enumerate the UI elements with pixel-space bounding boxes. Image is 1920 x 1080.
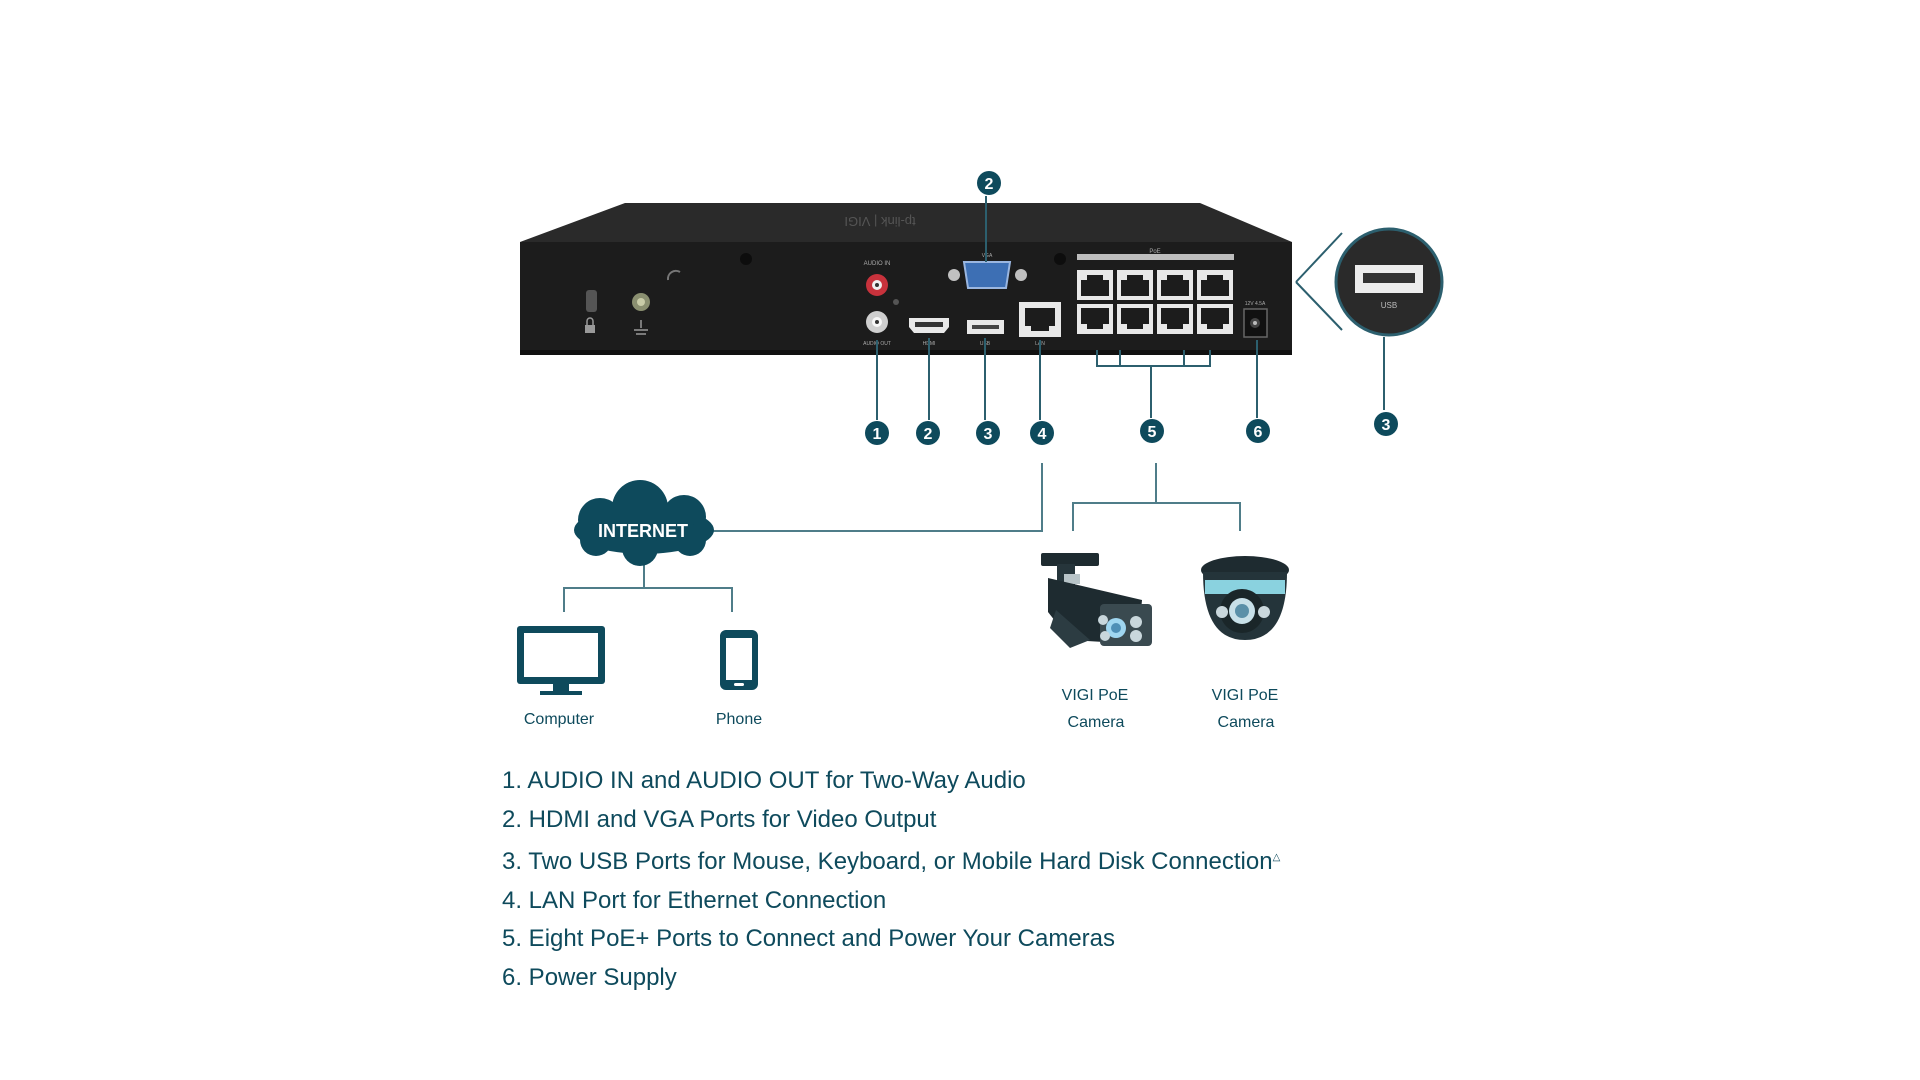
brand-mark: tp-link | VIGI: [844, 214, 915, 229]
computer-label: Computer: [524, 711, 595, 728]
poe-port-group: [1077, 270, 1233, 334]
callout-5: 5: [1140, 419, 1164, 443]
callout-lines: [876, 196, 1385, 420]
feature-text: 5. Eight PoE+ Ports to Connect and Power…: [502, 925, 1116, 952]
phone-icon: [720, 630, 758, 690]
feature-text: 6. Power Supply: [502, 963, 677, 991]
poe-port: [1117, 304, 1153, 334]
feature-item: 2. HDMI and VGA Ports for Video Output: [502, 801, 1280, 840]
feature-text: 2. HDMI and VGA Ports for Video Output: [502, 805, 937, 833]
device-top: [520, 203, 1292, 242]
camera1-line1: VIGI PoE: [1062, 687, 1129, 704]
phone-label: Phone: [716, 711, 762, 728]
poe-port: [1157, 270, 1193, 300]
poe-port: [1197, 270, 1233, 300]
lock-slot: [586, 290, 597, 312]
svg-text:5: 5: [1148, 424, 1157, 441]
zoom-usb-label: USB: [1381, 301, 1397, 310]
poe-port: [1077, 304, 1113, 334]
svg-text:2: 2: [985, 176, 994, 193]
feature-text: 3. Two USB Ports for Mouse, Keyboard, or…: [502, 848, 1273, 875]
poe-port: [1117, 270, 1153, 300]
ground-icon: [634, 320, 648, 335]
usb-zoom-bubble: USB: [1295, 227, 1444, 337]
internet-label: INTERNET: [598, 521, 688, 541]
power-label: 12V 4.5A: [1245, 301, 1266, 307]
callout-3: 3: [976, 421, 1000, 445]
svg-text:3: 3: [984, 426, 993, 443]
poe-port: [1197, 304, 1233, 334]
camera1-line2: Camera: [1068, 714, 1125, 731]
nvr-device: tp-link | VIGI AUDIO IN AUDIO OUT HDMI V…: [520, 203, 1292, 355]
vga-port: [962, 261, 1012, 289]
camera2-line1: VIGI PoE: [1212, 687, 1279, 704]
poe-label: PoE: [1149, 249, 1160, 255]
callout-badges: 2 1 2 3 4 5 6 3: [865, 171, 1398, 445]
feature-item: 5. Eight PoE+ Ports to Connect and Power…: [502, 920, 1280, 959]
svg-text:6: 6: [1254, 424, 1263, 441]
feature-item: 6. Power Supply: [502, 959, 1280, 998]
lock-icon: [585, 317, 595, 333]
bullet-camera-icon: [1041, 553, 1152, 648]
callout-2-top: 2: [977, 171, 1001, 195]
feature-item: 3. Two USB Ports for Mouse, Keyboard, or…: [502, 839, 1280, 882]
svg-text:3: 3: [1382, 417, 1391, 434]
feature-item: 4. LAN Port for Ethernet Connection: [502, 882, 1280, 921]
svg-text:2: 2: [924, 426, 933, 443]
poe-port: [1157, 304, 1193, 334]
feature-list: 1. AUDIO IN and AUDIO OUT for Two-Way Au…: [502, 762, 1280, 997]
screw-right: [1054, 253, 1066, 265]
internet-cloud-icon: [574, 480, 714, 566]
vga-label: VGA: [982, 253, 993, 259]
camera2-line2: Camera: [1218, 714, 1275, 731]
callout-4: 4: [1030, 421, 1054, 445]
svg-text:4: 4: [1038, 426, 1047, 443]
callout-2: 2: [916, 421, 940, 445]
screw-left: [740, 253, 752, 265]
poe-port: [1077, 270, 1113, 300]
computer-icon: [517, 626, 605, 695]
callout-1: 1: [865, 421, 889, 445]
feature-item: 1. AUDIO IN and AUDIO OUT for Two-Way Au…: [502, 762, 1280, 801]
footnote-mark: △: [1272, 852, 1281, 863]
callout-3-zoom: 3: [1374, 412, 1398, 436]
feature-text: 1. AUDIO IN and AUDIO OUT for Two-Way Au…: [502, 767, 1026, 794]
turret-camera-icon: [1201, 556, 1289, 640]
callout-6: 6: [1246, 419, 1270, 443]
audio-in-label: AUDIO IN: [864, 261, 891, 267]
feature-text: 4. LAN Port for Ethernet Connection: [502, 886, 887, 914]
network-lines: [563, 463, 1241, 612]
svg-text:1: 1: [873, 426, 882, 443]
